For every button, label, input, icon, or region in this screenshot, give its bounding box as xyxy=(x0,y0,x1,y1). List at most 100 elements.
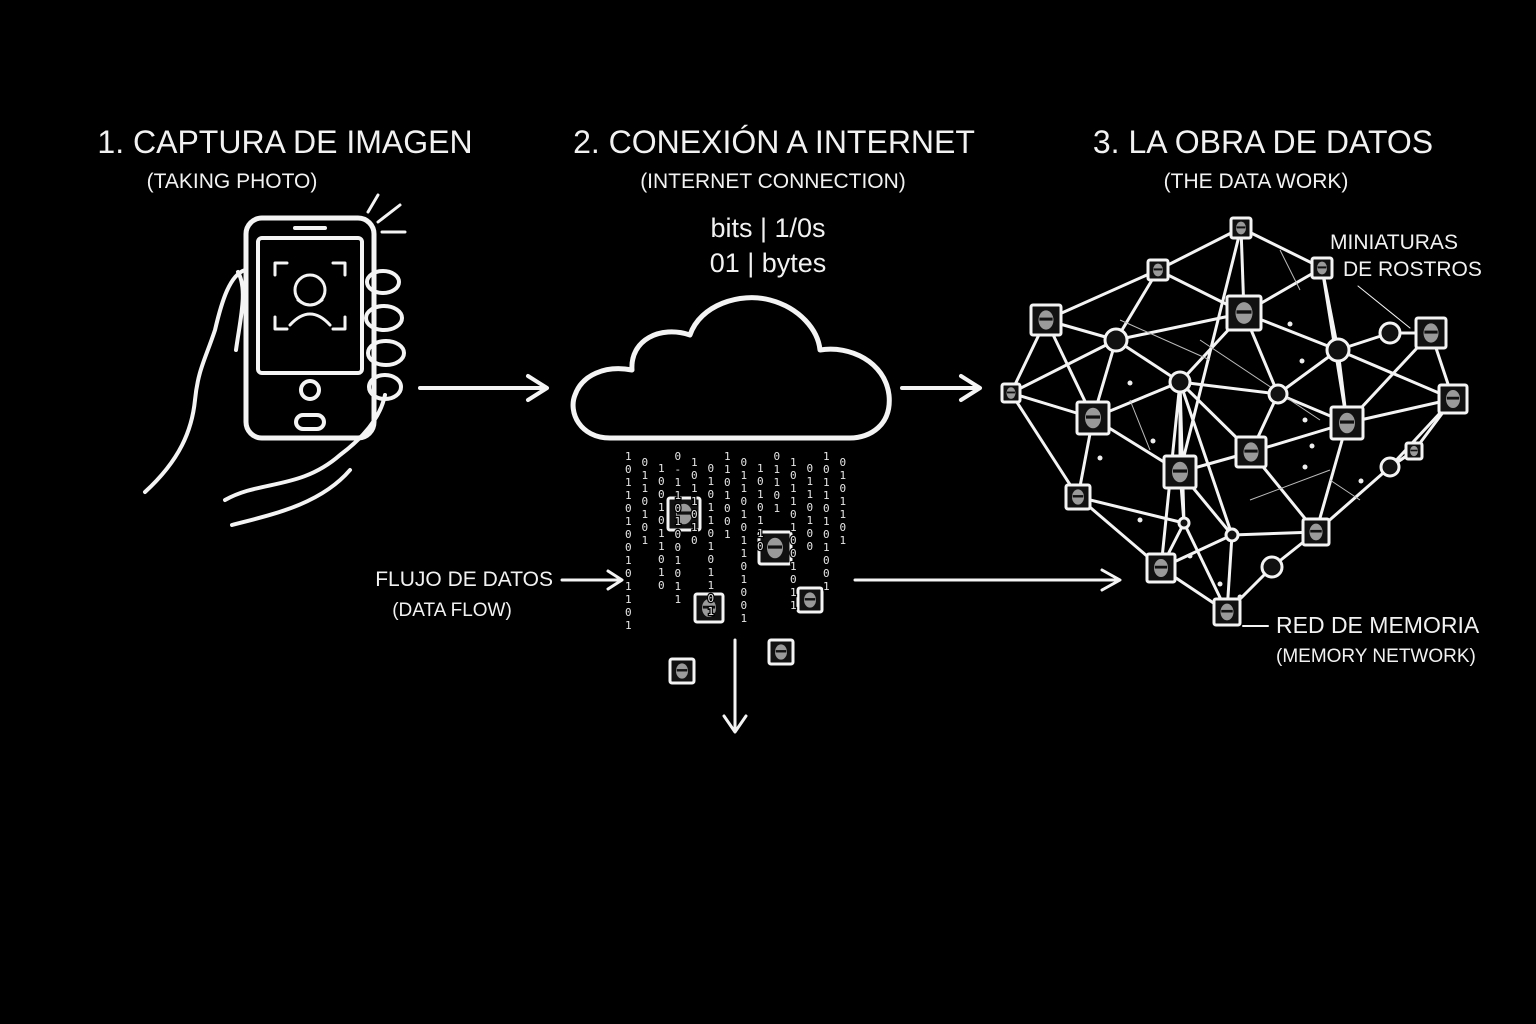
network-node xyxy=(1260,555,1284,579)
network-edge xyxy=(1179,380,1279,396)
face-thumbnail xyxy=(1145,552,1177,584)
face-thumbnail xyxy=(1301,517,1331,547)
face-thumbnail xyxy=(666,496,702,532)
network-edge-thin xyxy=(1199,339,1321,421)
face-thumbnail xyxy=(1310,256,1334,280)
network-dot xyxy=(1237,594,1243,600)
face-thumbnail xyxy=(693,592,725,624)
network-edge-thin xyxy=(1279,249,1301,291)
bits-line-1: bits | 1/0s xyxy=(710,213,825,243)
falling-face-thumbnails xyxy=(666,496,824,685)
arrow-phone-to-cloud xyxy=(418,374,549,402)
network-edge xyxy=(1045,268,1159,322)
face-thumbnail xyxy=(1029,303,1063,337)
network-node xyxy=(1378,321,1402,345)
network-dot xyxy=(1309,443,1315,449)
thumbnails-label-line1: MINIATURAS xyxy=(1330,231,1458,254)
network-edge xyxy=(1157,226,1242,272)
network-dot xyxy=(1127,380,1133,386)
memory-network xyxy=(1000,216,1469,627)
face-thumbnail xyxy=(1234,435,1268,469)
network-edge-thin xyxy=(1249,469,1331,501)
face-thumbnail xyxy=(796,586,824,614)
network-edge xyxy=(1337,348,1454,401)
network-node xyxy=(1325,337,1351,363)
network-edge xyxy=(1240,226,1323,270)
step1-subtitle: (TAKING PHOTO) xyxy=(147,170,318,193)
face-thumbnail xyxy=(1075,400,1111,436)
network-node xyxy=(1267,383,1289,405)
network-node xyxy=(1379,456,1401,478)
network-edge xyxy=(1009,392,1080,498)
network-dot xyxy=(1287,321,1293,327)
face-thumbnail xyxy=(1162,454,1198,490)
face-thumbnail xyxy=(1064,483,1092,511)
data-flow-label: FLUJO DE DATOS xyxy=(375,568,553,591)
network-edge xyxy=(1178,381,1234,536)
bits-line-2: 01 | bytes xyxy=(710,248,827,278)
network-edge xyxy=(1314,422,1349,533)
network-dot xyxy=(1302,464,1308,470)
network-dot xyxy=(1302,417,1308,423)
network-dot xyxy=(1097,455,1103,461)
arrow-cloud-to-network xyxy=(900,374,982,402)
network-edge xyxy=(1115,338,1181,384)
arrow-stream-to-network xyxy=(853,568,1122,592)
phone-in-hand-icon xyxy=(143,193,407,527)
face-thumbnail xyxy=(767,638,795,666)
network-edge-thin xyxy=(1129,399,1151,451)
face-thumbnail xyxy=(1146,258,1170,282)
face-thumbnail xyxy=(1225,294,1263,332)
down-arrow xyxy=(722,638,748,734)
network-dot xyxy=(1217,581,1223,587)
memory-network-sublabel: (MEMORY NETWORK) xyxy=(1276,646,1476,667)
network-dot xyxy=(1358,478,1364,484)
network-edge xyxy=(1115,311,1245,342)
network-node xyxy=(1103,327,1129,353)
step2-title: 2. CONEXIÓN A INTERNET xyxy=(573,124,975,160)
network-dot xyxy=(1150,438,1156,444)
face-thumbnail xyxy=(757,530,793,566)
network-node xyxy=(1168,370,1192,394)
face-thumbnail xyxy=(1414,316,1448,350)
face-thumbnail xyxy=(1437,383,1469,415)
face-thumbnail xyxy=(1000,382,1022,404)
network-edge-thin xyxy=(1119,319,1211,361)
face-thumbnail xyxy=(1229,216,1253,240)
network-edge-thin xyxy=(1329,479,1361,501)
thumbnails-label-line2: DE ROSTROS xyxy=(1343,258,1482,281)
arrow-into-stream xyxy=(560,569,624,591)
step3-subtitle: (THE DATA WORK) xyxy=(1164,170,1349,193)
thumbnails-leader-line xyxy=(1357,285,1411,329)
network-edge xyxy=(1010,338,1117,395)
network-dot xyxy=(1137,517,1143,523)
network-edge xyxy=(1182,522,1229,613)
network-edge xyxy=(1178,381,1186,524)
face-thumbnail xyxy=(1212,597,1242,627)
network-dot xyxy=(1187,553,1193,559)
network-node xyxy=(1224,527,1240,543)
face-thumbnail xyxy=(668,657,696,685)
network-dot xyxy=(1299,358,1305,364)
step3-title: 3. LA OBRA DE DATOS xyxy=(1093,124,1433,160)
memory-network-label: RED DE MEMORIA xyxy=(1276,612,1480,638)
network-edge xyxy=(1346,397,1454,425)
step2-subtitle: (INTERNET CONNECTION) xyxy=(640,170,906,193)
network-node xyxy=(1177,516,1191,530)
network-edge xyxy=(1114,269,1160,341)
